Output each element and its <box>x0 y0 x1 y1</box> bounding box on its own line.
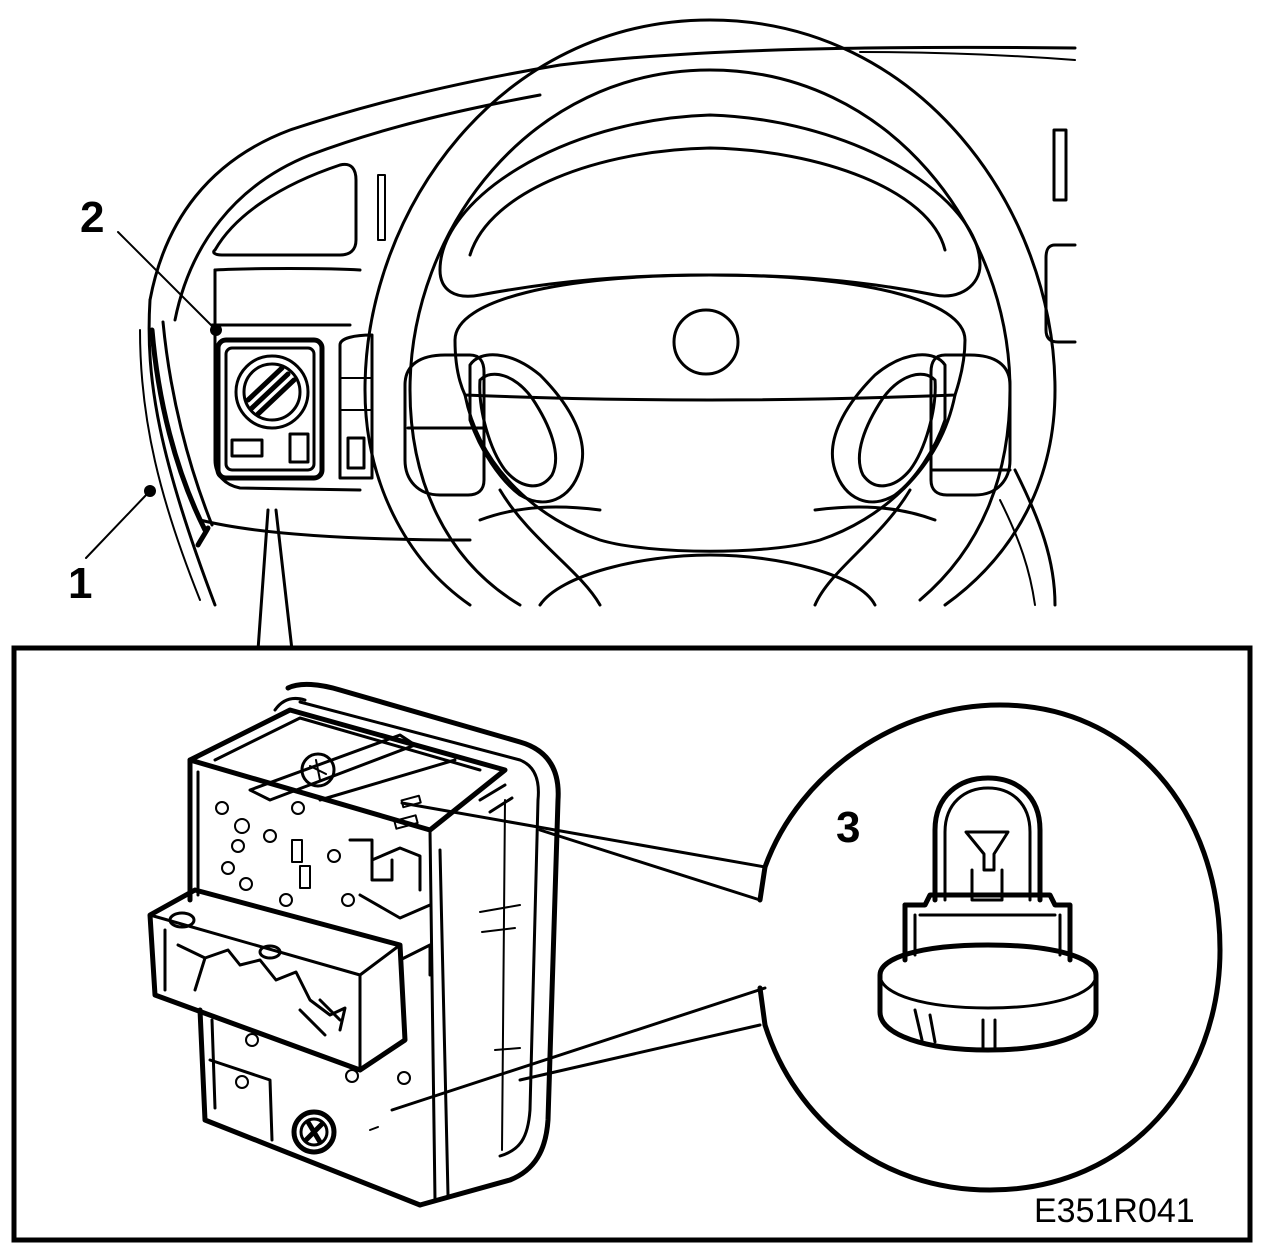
switch-module <box>147 681 561 1208</box>
pointer-lower <box>390 986 767 1112</box>
light-knob <box>234 354 310 430</box>
pointer-upper <box>400 801 767 869</box>
figure-code: E351R041 <box>1034 1192 1195 1230</box>
leader-dot-2 <box>210 324 222 336</box>
bulb-socket <box>877 775 1099 1053</box>
leader-line-1 <box>85 492 149 559</box>
horn-emblem <box>672 308 740 376</box>
leader-line-2 <box>117 231 215 329</box>
callout-3: 3 <box>836 803 860 852</box>
magnifier-circle <box>762 702 1223 1193</box>
callout-1: 1 <box>68 559 92 608</box>
callout-2: 2 <box>80 193 104 242</box>
leader-dot-1 <box>144 485 156 497</box>
dashboard-overview <box>85 18 1077 652</box>
detail-inset <box>11 645 1253 1243</box>
inset-frame <box>11 645 1253 1243</box>
headlight-switch <box>215 337 325 481</box>
mount-screw <box>291 1109 337 1155</box>
